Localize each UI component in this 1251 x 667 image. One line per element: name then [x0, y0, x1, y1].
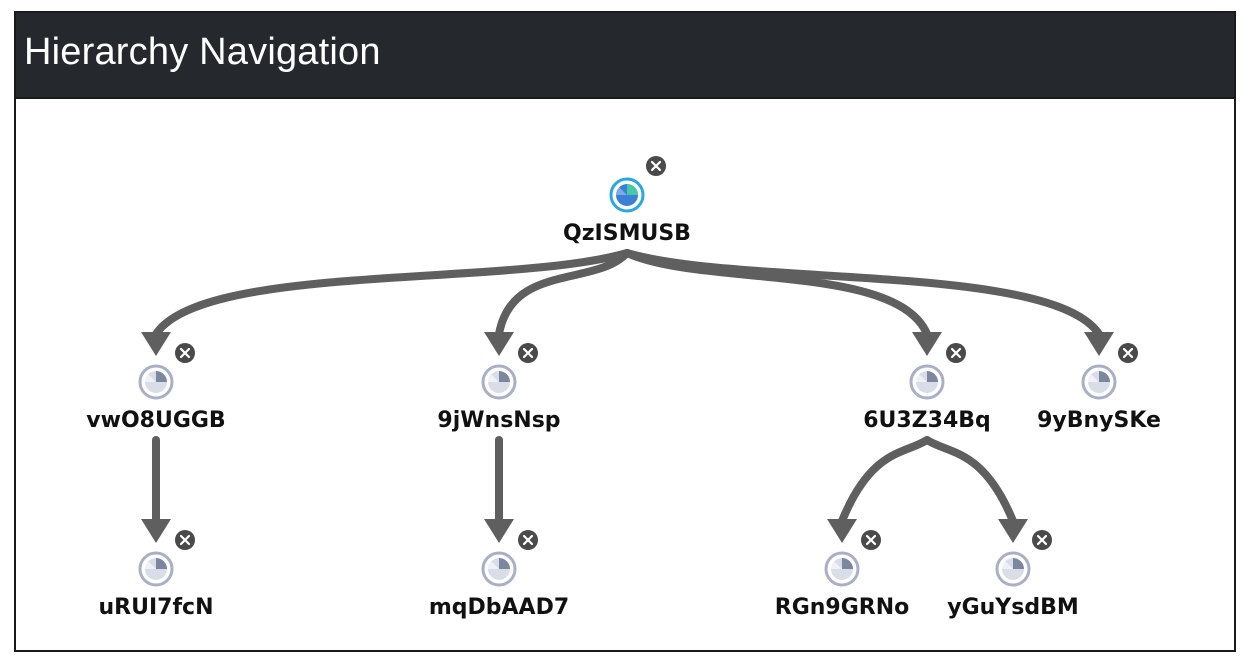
node-label[interactable]: uRUI7fcN	[99, 595, 214, 620]
remove-node-button[interactable]	[175, 530, 195, 550]
remove-node-button[interactable]	[518, 530, 538, 550]
close-circle-icon	[179, 347, 191, 359]
close-circle-icon	[1122, 347, 1134, 359]
pie-node-icon[interactable]	[138, 551, 174, 587]
page-title: Hierarchy Navigation	[24, 31, 381, 73]
tree-edge	[141, 436, 171, 543]
node-label[interactable]: 9jWnsNsp	[437, 408, 560, 433]
tree-edge	[827, 436, 931, 543]
pie-node-icon[interactable]	[138, 364, 174, 400]
close-circle-icon	[522, 534, 534, 546]
edge-line	[923, 436, 1017, 525]
edge-line	[623, 249, 1103, 338]
pie-node-icon-active[interactable]	[609, 177, 645, 213]
remove-node-button[interactable]	[1032, 530, 1052, 550]
node-label[interactable]: QzISMUSB	[563, 221, 691, 246]
close-circle-icon	[1036, 534, 1048, 546]
edge-arrowhead	[1084, 332, 1114, 356]
tree-edge	[623, 249, 942, 356]
close-circle-icon	[179, 534, 191, 546]
close-circle-icon	[522, 347, 534, 359]
tree-node[interactable]: 9yBnySKe	[1037, 343, 1161, 433]
node-label[interactable]: RGn9GRNo	[775, 595, 910, 620]
edge-arrowhead	[141, 519, 171, 543]
remove-node-button[interactable]	[861, 530, 881, 550]
remove-node-button[interactable]	[946, 343, 966, 363]
pie-node-icon[interactable]	[1081, 364, 1117, 400]
close-circle-icon	[950, 347, 962, 359]
tree-node[interactable]: vwO8UGGB	[86, 343, 226, 433]
edge-arrowhead	[827, 519, 857, 543]
tree-edge	[623, 249, 1114, 356]
pie-node-icon[interactable]	[995, 551, 1031, 587]
tree-node[interactable]: RGn9GRNo	[775, 530, 910, 620]
edge-arrowhead	[912, 332, 942, 356]
hierarchy-tree: QzISMUSB vwO8UGGB 9jWnsNsp 6U3Z34Bq 9yBnySKe…	[86, 156, 1161, 620]
close-circle-icon	[650, 160, 662, 172]
remove-node-button[interactable]	[646, 156, 666, 176]
edge-arrowhead	[484, 519, 514, 543]
tree-node[interactable]: uRUI7fcN	[99, 530, 214, 620]
edge-arrowhead	[141, 332, 171, 356]
edge-line	[152, 249, 631, 338]
tree-edge	[141, 249, 631, 356]
hierarchy-panel: Hierarchy Navigation QzISMUSB vwO8UGGB 9jW…	[14, 11, 1236, 652]
node-label[interactable]: vwO8UGGB	[86, 408, 225, 433]
pie-node-icon[interactable]	[481, 364, 517, 400]
panel-header: Hierarchy Navigation	[16, 13, 1234, 99]
remove-node-button[interactable]	[518, 343, 538, 363]
node-label[interactable]: 9yBnySKe	[1037, 408, 1161, 433]
tree-node[interactable]: 6U3Z34Bq	[863, 343, 991, 433]
node-label[interactable]: mqDbAAD7	[429, 595, 569, 620]
tree-edge	[484, 436, 514, 543]
edges-layer	[141, 249, 1114, 543]
tree-node-root[interactable]: QzISMUSB	[563, 156, 691, 246]
pie-node-icon[interactable]	[909, 364, 945, 400]
close-circle-icon	[865, 534, 877, 546]
node-label[interactable]: 6U3Z34Bq	[863, 408, 991, 433]
edge-arrowhead	[484, 332, 514, 356]
tree-node[interactable]: yGuYsdBM	[947, 530, 1079, 620]
hierarchy-canvas: QzISMUSB vwO8UGGB 9jWnsNsp 6U3Z34Bq 9yBnySKe…	[16, 99, 1234, 650]
tree-node[interactable]: mqDbAAD7	[429, 530, 569, 620]
nodes-layer: QzISMUSB vwO8UGGB 9jWnsNsp 6U3Z34Bq 9yBnySKe…	[86, 156, 1161, 620]
tree-edge	[484, 249, 631, 356]
node-label[interactable]: yGuYsdBM	[947, 595, 1079, 620]
pie-node-icon[interactable]	[824, 551, 860, 587]
pie-node-icon[interactable]	[481, 551, 517, 587]
remove-node-button[interactable]	[1118, 343, 1138, 363]
edge-line	[495, 249, 631, 338]
tree-edge	[923, 436, 1028, 543]
edge-line	[838, 436, 931, 525]
edge-arrowhead	[998, 519, 1028, 543]
tree-node[interactable]: 9jWnsNsp	[437, 343, 561, 433]
remove-node-button[interactable]	[175, 343, 195, 363]
